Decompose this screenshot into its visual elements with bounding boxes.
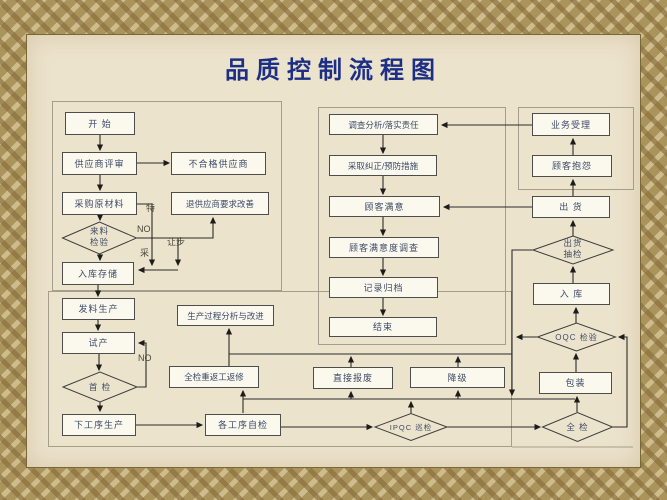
- node-purchase-materials: 采购原材料: [62, 192, 137, 215]
- ipqc-patrol-decision-shape: [373, 412, 449, 442]
- edge-label-special-accept-2: 采: [140, 248, 150, 258]
- edge-label-special-accept-1: 特: [146, 203, 156, 213]
- edge-label-incoming-no: NO: [137, 224, 151, 234]
- node-unqualified-supplier: 不合格供应商: [171, 152, 266, 175]
- node-customer-satisfaction: 顾客满意: [329, 196, 440, 217]
- node-investigate-responsibility: 调查分析/落实责任: [329, 114, 438, 135]
- decision-incoming-line1: 来料: [89, 226, 109, 236]
- incoming-inspection-decision-shape: [61, 221, 138, 255]
- node-start: 开 始: [65, 112, 135, 135]
- decision-shipment-sampling: 出货 抽检: [551, 238, 595, 260]
- decision-ipqc-patrol: IPQC 巡检: [389, 423, 433, 432]
- node-supplier-review: 供应商评审: [62, 152, 137, 175]
- node-return-supplier-improve: 退供应商要求改善: [171, 192, 269, 215]
- node-customer-complaint: 顾客抱怨: [532, 155, 612, 177]
- node-downgrade: 降级: [410, 367, 505, 388]
- full-inspection-decision-shape: [541, 411, 614, 443]
- node-full-inspection-rework-repair: 全检重返工返修: [169, 366, 259, 388]
- page-title: 品质控制流程图: [225, 55, 442, 84]
- node-business-acceptance: 业务受理: [532, 113, 610, 136]
- decision-shipment-sampling-line1: 出货: [563, 238, 583, 248]
- node-next-process-production: 下工序生产: [62, 414, 136, 436]
- frame-customer-section: [318, 107, 506, 345]
- frame-complaint-section: [518, 107, 634, 190]
- decision-incoming-inspection: 来料 检验: [78, 226, 121, 248]
- decision-incoming-line2: 检验: [89, 237, 109, 247]
- node-end: 结束: [329, 317, 437, 337]
- shipment-sampling-decision-shape: [531, 235, 615, 265]
- edge-label-first-inspection-no: NO: [138, 353, 152, 363]
- oqc-inspection-decision-shape: [536, 322, 617, 352]
- node-shipment: 出 货: [532, 196, 610, 218]
- node-warehouse-storage: 入库存储: [62, 262, 134, 285]
- first-inspection-decision-shape: [61, 371, 139, 403]
- edge-label-concession: 让步: [167, 237, 186, 247]
- frame-supplier-section: [52, 101, 282, 291]
- decision-shipment-sampling-line2: 抽检: [563, 249, 583, 259]
- decision-oqc-inspection: OQC 检验: [555, 333, 598, 342]
- node-packing: 包装: [539, 372, 612, 394]
- node-each-process-self-check: 各工序自检: [205, 414, 281, 436]
- node-trial-production: 试产: [62, 332, 135, 354]
- node-warehouse-in: 入 库: [533, 283, 610, 305]
- decision-first-inspection: 首 检: [88, 382, 112, 392]
- node-direct-scrap: 直接报废: [313, 367, 393, 389]
- node-process-analysis-improve: 生产过程分析与改进: [177, 305, 274, 326]
- node-satisfaction-survey: 顾客满意度调查: [329, 237, 439, 258]
- decision-full-inspection: 全 检: [566, 422, 589, 432]
- node-corrective-preventive: 采取纠正/预防措施: [329, 155, 437, 176]
- node-records-archive: 记录归档: [329, 277, 438, 298]
- node-issue-material-production: 发料生产: [62, 298, 135, 320]
